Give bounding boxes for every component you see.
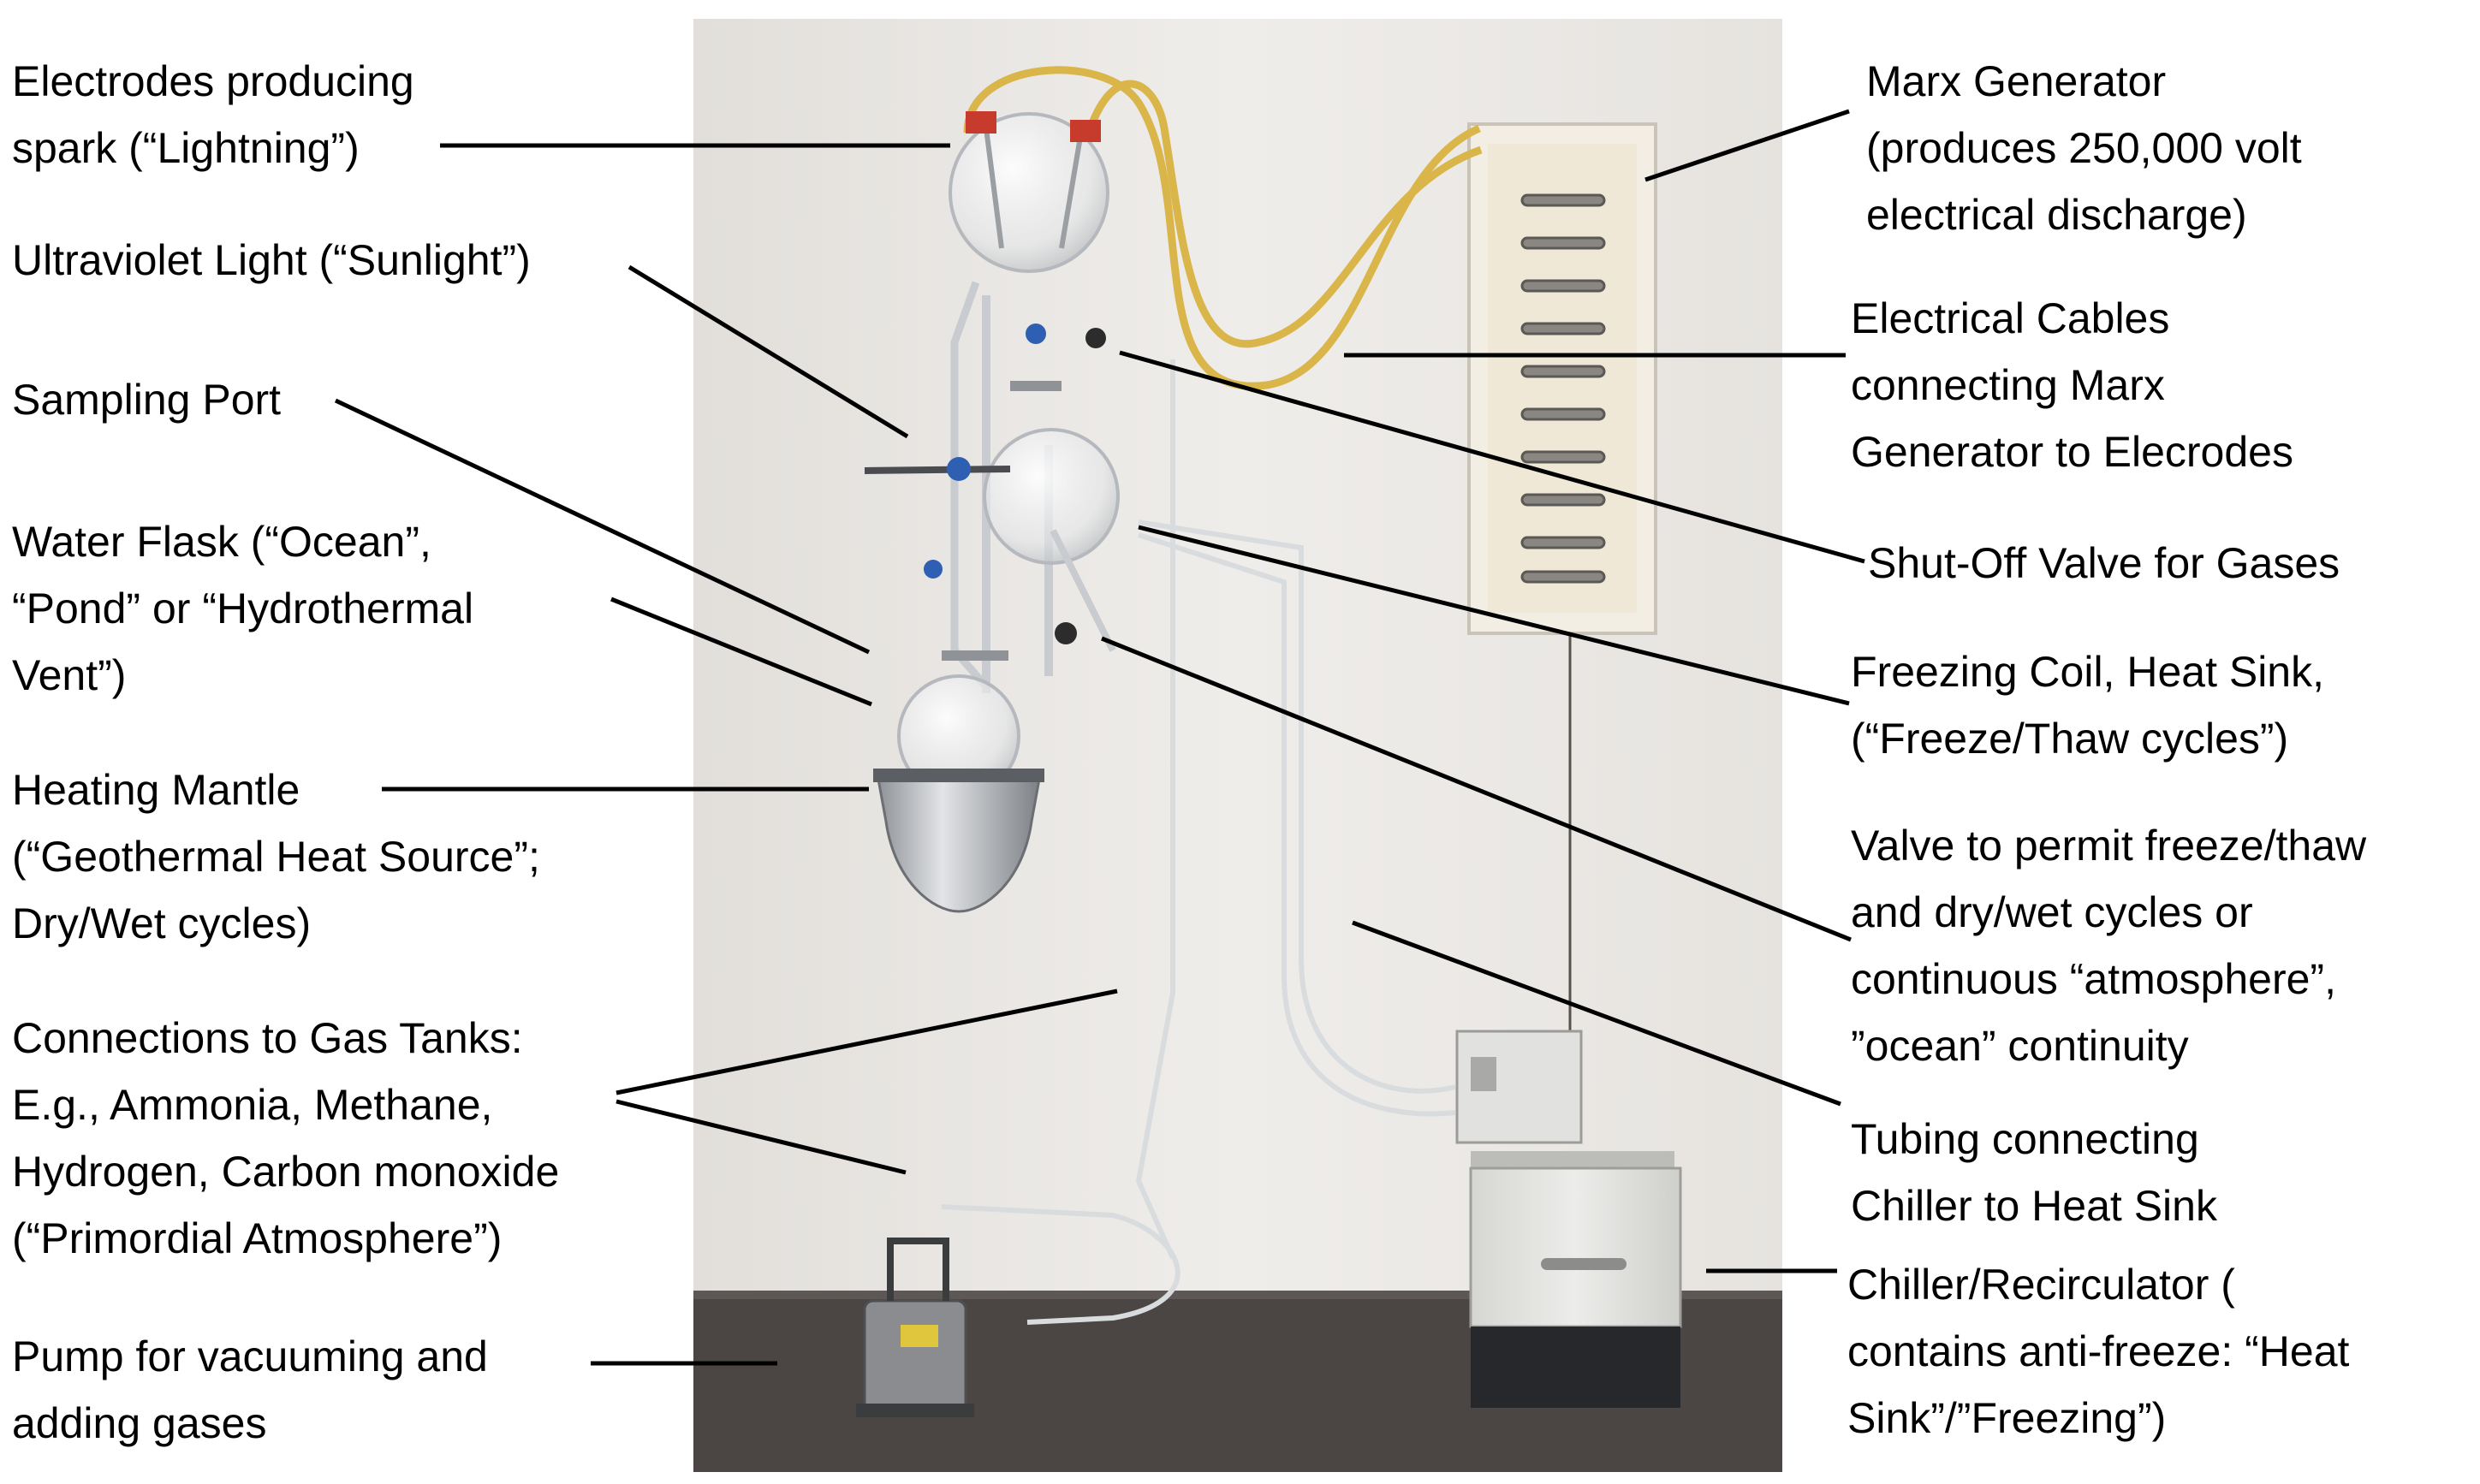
label-tubing: Tubing connecting Chiller to Heat Sink bbox=[1851, 1115, 2217, 1230]
label-valve-cycles: Valve to permit freeze/thaw and dry/wet … bbox=[1851, 822, 2367, 1070]
baseboard bbox=[693, 1291, 1782, 1299]
label-sampling-port: Sampling Port bbox=[12, 376, 282, 424]
leader-line-tubing bbox=[1352, 920, 1841, 1107]
clear-tubing bbox=[941, 359, 1456, 1325]
leader-line-freezing-coil bbox=[1138, 525, 1850, 706]
leader-line-shutoff-valve bbox=[1119, 350, 1865, 564]
leader-line-gas-tanks-upper bbox=[616, 988, 1118, 1095]
label-gas-tanks: Connections to Gas Tanks: E.g., Ammonia,… bbox=[12, 1014, 560, 1262]
leader-line-marx-generator bbox=[1644, 109, 1850, 182]
leader-line-water-flask bbox=[610, 597, 872, 707]
glass-column bbox=[864, 111, 1120, 798]
label-electrical-cables: Electrical Cables connecting Marx Genera… bbox=[1851, 294, 2293, 476]
label-pump: Pump for vacuuming and adding gases bbox=[12, 1333, 488, 1447]
label-marx-generator: Marx Generator (produces 250,000 volt el… bbox=[1866, 57, 2302, 239]
leader-line-uv-light bbox=[627, 264, 909, 439]
marx-generator-unit bbox=[1467, 122, 1657, 1053]
leader-line-valve-cycles bbox=[1101, 636, 1852, 942]
electrical-cables bbox=[963, 66, 1483, 390]
chiller-recirculator bbox=[1455, 1030, 1682, 1408]
label-electrodes: Electrodes producing spark (“Lightning”) bbox=[12, 57, 414, 172]
leader-line-gas-tanks-lower bbox=[616, 1099, 907, 1175]
heating-mantle bbox=[873, 769, 1044, 913]
label-shutoff-valve: Shut-Off Valve for Gases bbox=[1868, 539, 2340, 587]
label-heating-mantle: Heating Mantle (“Geothermal Heat Source”… bbox=[12, 766, 540, 947]
vacuum-pump bbox=[856, 1238, 974, 1417]
label-water-flask: Water Flask (“Ocean”, “Pond” or “Hydroth… bbox=[12, 518, 474, 699]
label-freezing-coil: Freezing Coil, Heat Sink, (“Freeze/Thaw … bbox=[1851, 648, 2325, 763]
label-chiller: Chiller/Recirculator ( contains anti-fre… bbox=[1847, 1261, 2350, 1442]
leader-line-sampling-port bbox=[334, 398, 871, 655]
label-uv-light: Ultraviolet Light (“Sunlight”) bbox=[12, 236, 531, 284]
